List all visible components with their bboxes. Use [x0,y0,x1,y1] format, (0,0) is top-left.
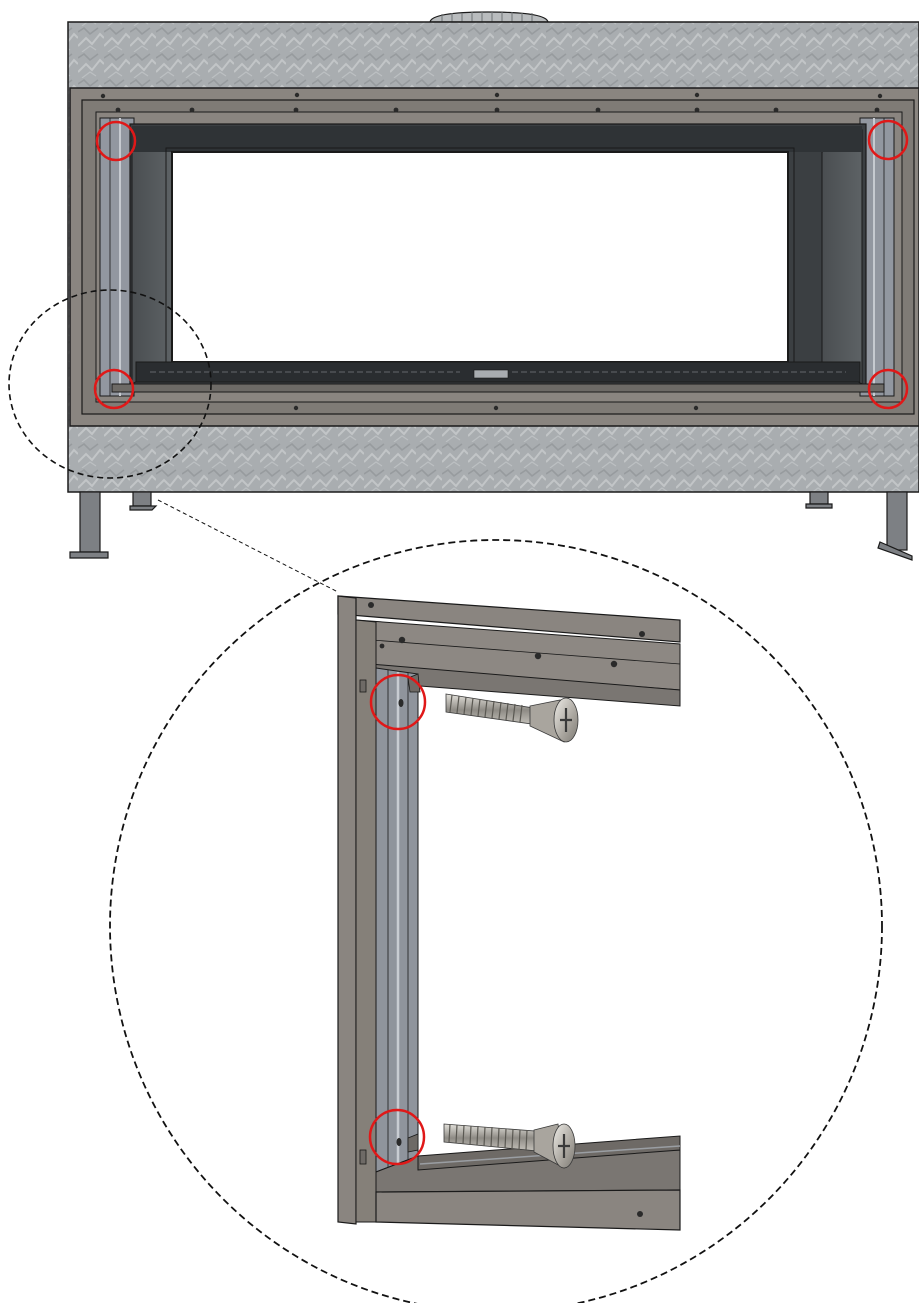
screw-upper [445,693,579,743]
highlight-lower-hole [368,1108,426,1166]
zoom-connector-line [157,499,339,593]
right-side-panel [821,129,863,385]
support-legs [69,491,913,561]
highlight-top-right [867,119,909,161]
screw-lower [443,1123,576,1169]
overview-highlight-circles [93,119,909,410]
bottom-grate [111,361,885,393]
fireplace-overview [8,11,919,561]
zoom-source-circle [8,289,212,479]
highlight-top-left [95,120,137,162]
frame-screw-dots [100,92,883,411]
highlight-bottom-right [867,368,909,410]
highlight-upper-hole [369,673,427,731]
zoom-detail-circle [109,539,883,1303]
detail-view [109,539,883,1303]
highlight-bottom-left [93,368,135,410]
detail-highlight-circles [368,673,427,1166]
viewing-window [171,151,789,363]
flue-collar [429,11,549,23]
